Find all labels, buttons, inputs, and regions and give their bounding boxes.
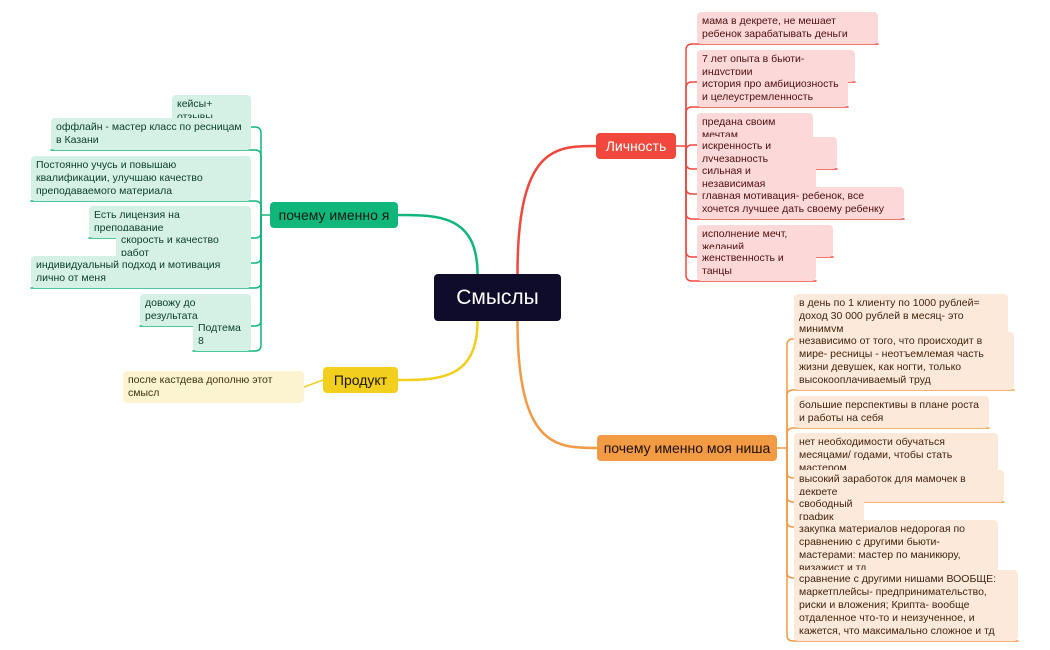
branch-personality[interactable]: Личность: [596, 133, 676, 159]
leaf-personality-1[interactable]: мама в декрете, не мешает ребенок зараба…: [697, 12, 878, 44]
leaf-link-niche-2: [786, 389, 1015, 449]
leaf-link-personality-9: [685, 145, 817, 282]
leaf-why-me-8[interactable]: Подтема 8: [193, 319, 251, 351]
leaf-niche-2[interactable]: независимо от того, что происходит в мир…: [794, 332, 1014, 390]
leaf-personality-3[interactable]: история про амбициозность и целеустремле…: [697, 75, 848, 107]
leaf-link-why_me-3: [30, 200, 262, 216]
branch-why-me[interactable]: почему именно я: [270, 202, 398, 228]
leaf-niche-7[interactable]: закупка материалов недорогая по сравнени…: [794, 520, 998, 578]
leaf-niche-3[interactable]: большие перспективы в плане роста и рабо…: [794, 396, 989, 428]
leaf-link-personality-2: [685, 81, 856, 147]
leaf-product-1[interactable]: после кастдева дополню этот смысл: [123, 371, 304, 403]
leaf-link-product: [303, 379, 324, 388]
leaf-personality-9[interactable]: женственность и танцы: [697, 249, 816, 281]
branch-niche[interactable]: почему именно моя ниша: [597, 435, 777, 461]
root-topic[interactable]: Смыслы: [434, 274, 561, 321]
branch-link-niche: [516, 319, 599, 450]
leaf-link-personality-1: [685, 43, 879, 147]
leaf-link-why_me-2: [50, 149, 262, 216]
leaf-why-me-3[interactable]: Постоянно учусь и повышаю квалификации, …: [31, 156, 251, 201]
leaf-link-niche-8: [786, 447, 1019, 642]
branch-link-why_me: [396, 213, 479, 276]
leaf-niche-8[interactable]: сравнение с другими нишами ВООБЩЕ: марке…: [794, 570, 1018, 641]
leaf-personality-7[interactable]: главная мотивация- ребенок, все хочется …: [697, 187, 904, 219]
branch-link-personality: [516, 144, 598, 276]
leaf-link-niche-3: [786, 427, 990, 449]
branch-product[interactable]: Продукт: [323, 367, 398, 393]
branch-link-product: [396, 319, 479, 382]
leaf-niche-1[interactable]: в день по 1 клиенту по 1000 рублей= дохо…: [794, 294, 1008, 339]
leaf-link-niche-1: [786, 338, 1009, 449]
leaf-link-why_me-8: [192, 214, 262, 352]
leaf-niche-4[interactable]: нет необходимости обучаться месяцами/ го…: [794, 433, 998, 478]
leaf-why-me-6[interactable]: индивидуальный подход и мотивация лично …: [31, 256, 251, 288]
leaf-link-why_me-1: [171, 126, 262, 216]
leaf-why-me-2[interactable]: оффлайн - мастер класс по ресницам в Каз…: [51, 118, 251, 150]
leaf-link-personality-3: [685, 106, 849, 147]
